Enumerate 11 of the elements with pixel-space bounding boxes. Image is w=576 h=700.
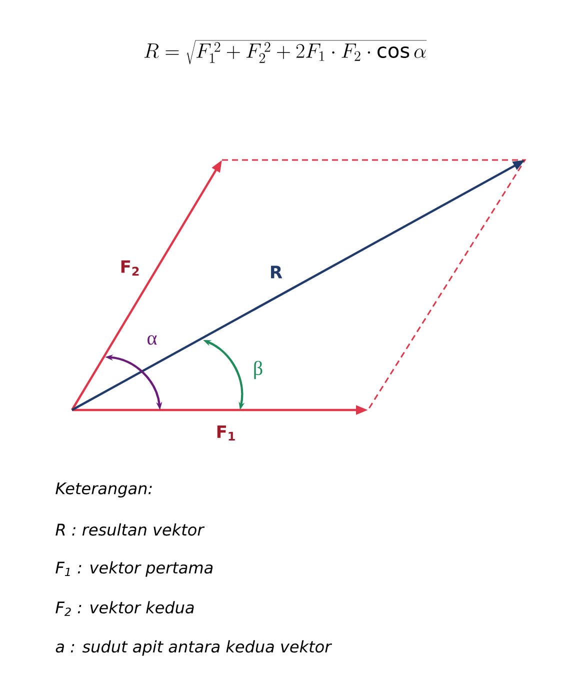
angle-label: β: [254, 360, 262, 380]
legend-text: Keterangan:: [56, 482, 152, 498]
legend-text: R : resultan vektor: [56, 523, 205, 536]
angle-label: α: [148, 335, 157, 345]
legend-text: F$_{1}$ : vektor pertama: [56, 561, 213, 577]
legend-text: a : sudut apit antara kedua vektor: [56, 640, 332, 656]
vector-label: F$_{1}$: [217, 425, 235, 441]
vector-label: F$_{2}$: [121, 260, 139, 276]
legend-text: F$_{2}$ : vektor kedua: [56, 601, 194, 616]
formula: $R = \sqrt{F_1^{\,2} + F_2^{\,2} + 2F_1 \cdot F_2 \cdot \cos\alpha}$: [144, 40, 427, 64]
vector-label: R: [271, 266, 282, 278]
